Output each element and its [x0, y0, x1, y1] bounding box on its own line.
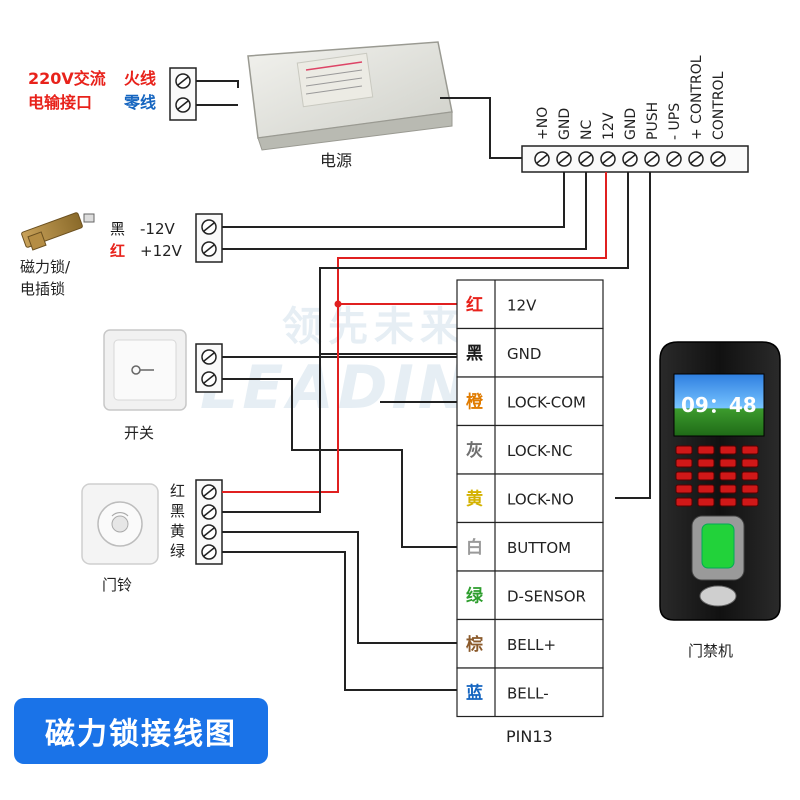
keypad-key	[675, 497, 693, 507]
pin-color-name: 棕	[466, 634, 483, 655]
pin-table-caption: PIN13	[506, 727, 553, 746]
lock-wire-red: 红	[110, 242, 125, 260]
pin-row	[456, 424, 604, 475]
diagram-title: 磁力锁接线图	[14, 698, 268, 764]
pin-color-name: 黄	[466, 488, 483, 509]
keypad-key	[741, 471, 759, 481]
keypad-key	[719, 445, 737, 455]
pin-color-name: 蓝	[466, 683, 483, 703]
keypad-key	[741, 445, 759, 455]
pin-signal: LOCK-NO	[507, 490, 574, 508]
ac-input-line2: 电输接口	[28, 93, 92, 112]
lock-label-line1: 磁力锁/	[20, 258, 71, 276]
exit-switch	[103, 329, 187, 411]
keypad-key	[697, 471, 715, 481]
psu-terminal-strip	[521, 145, 749, 173]
pin-signal: LOCK-COM	[507, 393, 586, 411]
magnetic-lock	[21, 212, 95, 251]
psu-terminal-label: + CONTROL	[689, 55, 705, 140]
pin-color-name: 橙	[466, 391, 484, 412]
bell-wire-red: 红	[170, 482, 185, 500]
watermark-cn: 领先未来	[282, 304, 466, 350]
keypad-key	[741, 497, 759, 507]
pin-signal: BELL-	[507, 684, 549, 702]
keypad-key	[741, 484, 759, 494]
lock-wire-black: 黑	[110, 220, 125, 238]
bell-label: 门铃	[102, 576, 132, 594]
pin-row	[456, 279, 604, 330]
pin-color-name: 黑	[466, 344, 483, 364]
keypad-key	[719, 484, 737, 494]
lock-terminal-block	[195, 213, 223, 263]
keypad-key	[741, 458, 759, 468]
pin-signal: 12V	[507, 296, 537, 314]
ac-terminal-block	[169, 67, 197, 121]
ac-input-label: 220V交流 电输接口 火线 零线	[28, 69, 156, 112]
psu-terminal-labels: +NO GND NC 12V GND PUSH - UPS + CONTROL CONTROL	[535, 55, 727, 140]
pin-color-name: 红	[466, 294, 483, 315]
neutral-wire-label: 零线	[123, 93, 156, 112]
power-supply-box	[247, 41, 453, 151]
live-wire-label: 火线	[124, 69, 156, 88]
pin-signal: BELL+	[507, 636, 556, 654]
bell-wire-green: 绿	[170, 542, 185, 560]
access-control-device: 09：48	[659, 341, 781, 621]
psu-terminal-label: CONTROL	[711, 71, 727, 140]
switch-terminal-block	[195, 343, 223, 393]
power-supply-label: 电源	[320, 151, 352, 170]
psu-terminal-label: GND	[557, 108, 573, 140]
keypad-key	[697, 458, 715, 468]
keypad-key	[697, 484, 715, 494]
pin-color-name: 绿	[466, 585, 484, 606]
pin-row	[456, 667, 604, 718]
keypad-key	[719, 497, 737, 507]
keypad-key	[697, 497, 715, 507]
wires	[222, 172, 651, 691]
keypad-key	[675, 484, 693, 494]
switch-label: 开关	[124, 424, 154, 442]
pin-table: 红 12V 黑 GND 橙 LOCK-COM 灰 LOCK-NC 黄 LOCK-NO 白 BUTTOM…	[456, 279, 604, 718]
door-bell	[81, 483, 159, 565]
pin-signal: LOCK-NC	[507, 442, 572, 460]
pin-color-name: 白	[466, 537, 483, 558]
bell-wire-yellow: 黄	[170, 522, 185, 540]
lock-pos-label: +12V	[140, 242, 183, 260]
ac-input-line1: 220V交流	[28, 69, 106, 88]
keypad-key	[719, 458, 737, 468]
lock-label-line2: 电插锁	[20, 280, 65, 298]
keypad-key	[675, 458, 693, 468]
pin-row	[456, 376, 604, 427]
bell-wire-black: 黑	[170, 502, 185, 520]
pin-row	[456, 521, 604, 572]
keypad-key	[719, 471, 737, 481]
device-time: 09：48	[681, 393, 757, 417]
psu-terminal-label: 12V	[601, 112, 617, 140]
psu-terminal-label: +NO	[535, 107, 551, 140]
pin-signal: BUTTOM	[507, 539, 571, 557]
pin-row	[456, 570, 604, 621]
keypad-key	[697, 445, 715, 455]
bell-terminal-block	[195, 479, 223, 565]
pin-color-name: 灰	[466, 440, 483, 461]
keypad-key	[675, 445, 693, 455]
lock-neg-label: -12V	[140, 220, 175, 238]
psu-terminal-label: NC	[579, 120, 595, 140]
pin-signal: GND	[507, 345, 541, 363]
psu-terminal-label: GND	[623, 108, 639, 140]
psu-terminal-label: PUSH	[645, 102, 661, 140]
pin-signal: D-SENSOR	[507, 587, 586, 605]
psu-terminal-label: - UPS	[667, 103, 683, 140]
device-label: 门禁机	[688, 642, 733, 660]
keypad-key	[675, 471, 693, 481]
